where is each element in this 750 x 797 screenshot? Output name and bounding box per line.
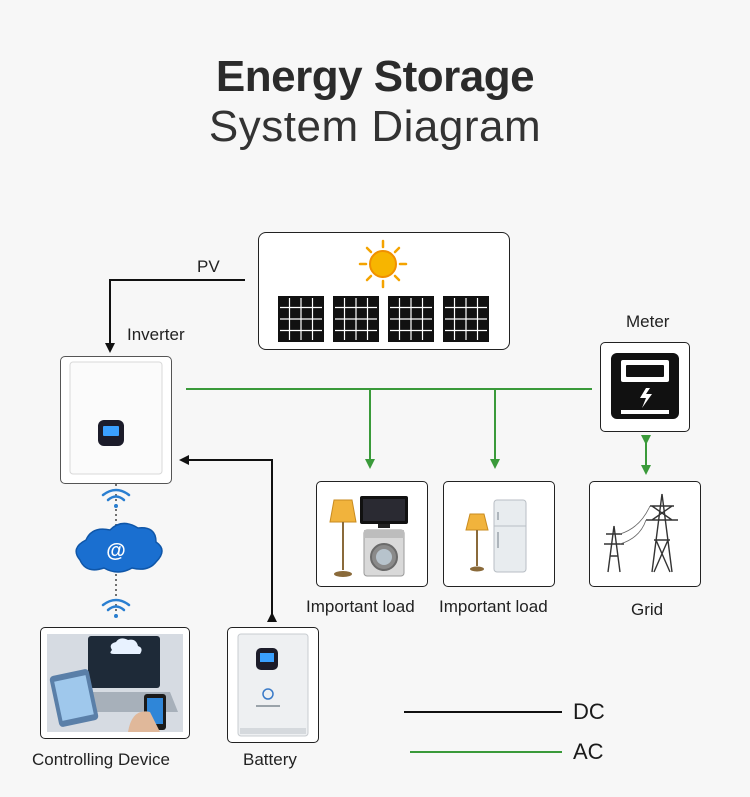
battery-icon bbox=[237, 633, 309, 737]
solar-panel-icon bbox=[278, 296, 489, 342]
pylon-icon bbox=[604, 493, 678, 573]
wifi-icon bbox=[101, 598, 131, 618]
diagram-title: Energy Storage bbox=[215, 52, 535, 101]
inverter-label: Inverter bbox=[127, 325, 185, 344]
legend-ac-label: AC bbox=[573, 739, 604, 764]
fridge-icon bbox=[493, 499, 527, 573]
legend-dc-label: DC bbox=[573, 699, 605, 724]
pv-label: PV bbox=[197, 257, 220, 276]
lamp-icon bbox=[465, 513, 489, 572]
battery-label: Battery bbox=[243, 750, 297, 769]
sun-icon bbox=[358, 239, 408, 289]
diagram-subtitle: System Diagram bbox=[208, 102, 542, 151]
dc-line-pv-inverter bbox=[105, 279, 245, 353]
meter-icon bbox=[611, 353, 679, 419]
inverter-icon bbox=[69, 361, 163, 475]
svg-text:@: @ bbox=[106, 540, 126, 562]
meter-label: Meter bbox=[626, 312, 670, 331]
cloud-at-icon: @ bbox=[75, 522, 163, 573]
lamp-icon bbox=[329, 499, 357, 577]
controlling-device-label: Controlling Device bbox=[32, 750, 170, 769]
washing-machine-icon bbox=[363, 529, 405, 577]
grid-label: Grid bbox=[631, 600, 664, 619]
important-load-label-2: Important load bbox=[439, 597, 548, 616]
tv-icon bbox=[360, 496, 408, 528]
device-icon bbox=[47, 634, 183, 732]
dc-line-battery-inverter bbox=[179, 455, 277, 622]
wifi-icon bbox=[101, 488, 131, 508]
important-load-label-1: Important load bbox=[306, 597, 415, 616]
